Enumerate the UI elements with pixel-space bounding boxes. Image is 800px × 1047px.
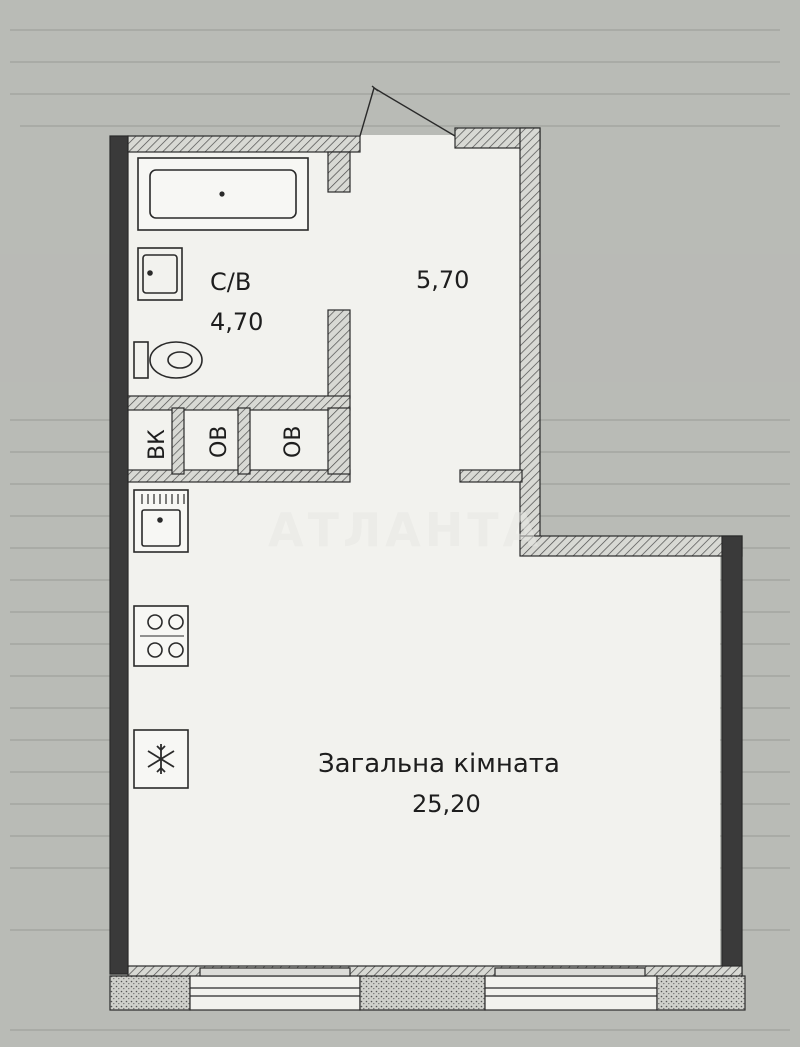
toilet-icon — [133, 341, 203, 379]
bathroom-name: С/В — [210, 268, 251, 296]
cabinet-wk-label: ВК — [145, 429, 170, 460]
floor-area — [128, 135, 720, 968]
bathtub-icon — [137, 157, 309, 231]
sink-icon — [137, 247, 183, 301]
cabinet-ov1-label: ОВ — [207, 426, 232, 458]
facade-strip — [109, 967, 746, 1011]
watermark: АТЛАНТА — [268, 503, 542, 557]
kitchen-sink-icon — [133, 489, 189, 553]
living-room-name: Загальна кімната — [318, 749, 560, 779]
bathroom-area: 4,70 — [210, 308, 263, 336]
hall-area: 5,70 — [416, 266, 469, 294]
entrance-door — [359, 85, 456, 137]
snowflake-fridge-icon — [133, 729, 189, 789]
cabinet-ov2-label: ОВ — [281, 426, 306, 458]
living-room-area: 25,20 — [412, 790, 481, 818]
interior-walls — [127, 151, 523, 483]
stove-icon — [133, 605, 189, 667]
